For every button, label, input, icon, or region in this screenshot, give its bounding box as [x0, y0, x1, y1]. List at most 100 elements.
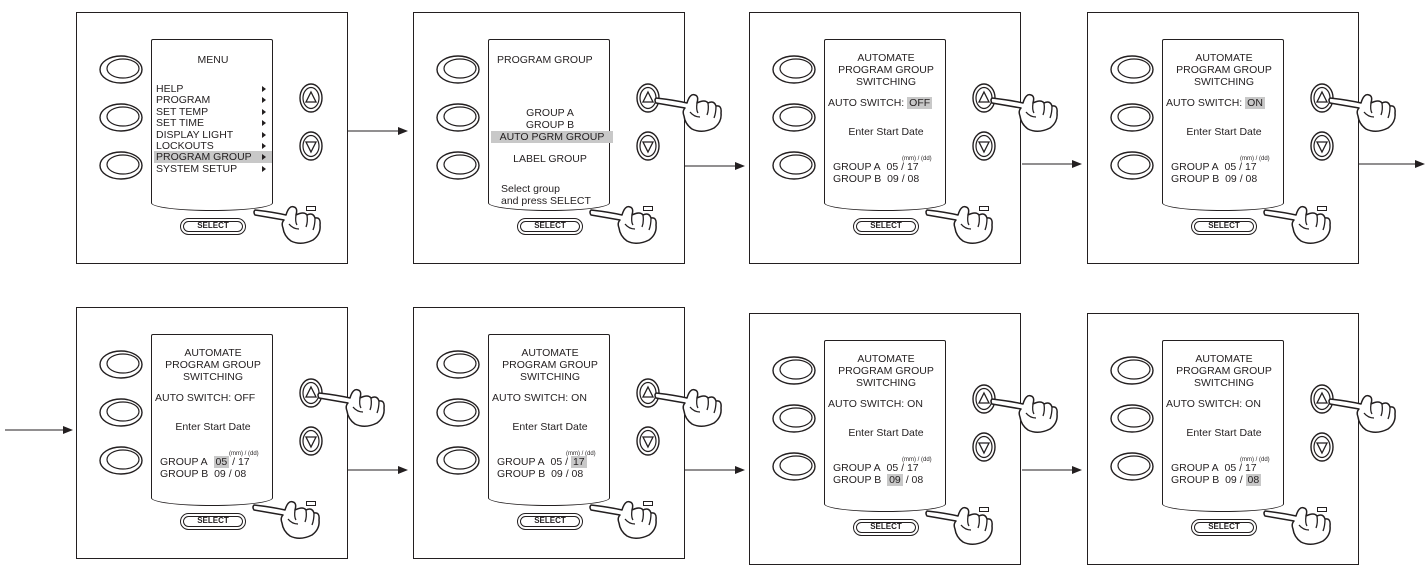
group-b-month: 09 — [551, 468, 563, 480]
soft-key-2[interactable] — [99, 103, 143, 132]
down-arrow-icon — [1310, 131, 1334, 161]
flow-arrow-icon — [5, 422, 73, 432]
menu-arrow-icon — [262, 132, 266, 138]
down-arrow-icon — [299, 131, 323, 161]
group-a-label: GROUP A — [160, 456, 208, 468]
group-b-row: GROUP B 09 / 08 — [1171, 173, 1257, 185]
menu-arrow-icon — [262, 97, 266, 103]
soft-key-2[interactable] — [772, 404, 816, 433]
auto-switch-value: ON — [1245, 398, 1261, 410]
soft-key-2[interactable] — [772, 103, 816, 132]
up-arrow-icon — [299, 83, 323, 113]
soft-key-1[interactable] — [1110, 55, 1154, 84]
auto-switch-row: AUTO SWITCH: ON — [1166, 97, 1265, 109]
group-b-month: 09 — [887, 173, 899, 185]
down-arrow-button[interactable] — [1310, 432, 1334, 462]
pointing-hand-icon — [925, 198, 995, 246]
pointing-hand-icon — [589, 493, 659, 541]
select-button[interactable]: SELECT — [180, 513, 246, 530]
soft-key-3[interactable] — [436, 151, 480, 180]
soft-key-1[interactable] — [772, 55, 816, 84]
date-separator: / — [566, 468, 569, 480]
group-b-month: 09 — [887, 474, 903, 486]
group-b-label: GROUP B — [1171, 474, 1219, 486]
select-button[interactable]: SELECT — [853, 218, 919, 235]
select-button[interactable]: SELECT — [517, 218, 583, 235]
group-b-label: GROUP B — [833, 474, 881, 486]
enter-start-date: Enter Start Date — [825, 126, 947, 138]
down-arrow-button[interactable] — [636, 131, 660, 161]
down-arrow-button[interactable] — [972, 131, 996, 161]
group-b-month: 09 — [214, 468, 226, 480]
group-a-day: 17 — [907, 462, 919, 474]
soft-key-3[interactable] — [1110, 151, 1154, 180]
group-a-row: GROUP A 05 / 17 — [1171, 161, 1257, 173]
soft-key-1[interactable] — [99, 55, 143, 84]
group-b-month: 09 — [1225, 474, 1237, 486]
select-button[interactable]: SELECT — [853, 519, 919, 536]
pointing-hand-icon — [990, 387, 1060, 435]
group-b-day: 08 — [1246, 173, 1258, 185]
soft-key-2[interactable] — [99, 398, 143, 427]
automate-title-1: AUTOMATE — [825, 52, 947, 64]
soft-key-3[interactable] — [772, 452, 816, 481]
soft-key-1[interactable] — [436, 350, 480, 379]
automate-title-3: SWITCHING — [489, 371, 611, 383]
down-arrow-button[interactable] — [972, 432, 996, 462]
soft-key-3[interactable] — [772, 151, 816, 180]
soft-key-1[interactable] — [436, 55, 480, 84]
select-button[interactable]: SELECT — [517, 513, 583, 530]
flow-arrow-icon — [1022, 462, 1082, 472]
auto-switch-label: AUTO SWITCH: — [828, 398, 904, 410]
group-a-day: 17 — [1245, 161, 1257, 173]
program-group-title: PROGRAM GROUP — [497, 54, 593, 66]
automate-title-1: AUTOMATE — [1163, 52, 1285, 64]
date-separator: / — [565, 456, 568, 468]
group-a-day: 17 — [238, 456, 250, 468]
soft-key-1[interactable] — [772, 356, 816, 385]
label-group-option: LABEL GROUP — [489, 153, 611, 165]
select-button[interactable]: SELECT — [1191, 218, 1257, 235]
soft-key-2[interactable] — [436, 103, 480, 132]
soft-key-3[interactable] — [99, 446, 143, 475]
date-separator: / — [1240, 474, 1243, 486]
automate-title-3: SWITCHING — [825, 76, 947, 88]
soft-key-2[interactable] — [1110, 404, 1154, 433]
auto-switch-label: AUTO SWITCH: — [155, 392, 231, 404]
lcd-screen: AUTOMATEPROGRAM GROUPSWITCHINGAUTO SWITC… — [151, 334, 273, 506]
down-arrow-button[interactable] — [299, 426, 323, 456]
auto-switch-label: AUTO SWITCH: — [828, 97, 904, 109]
soft-key-3[interactable] — [1110, 452, 1154, 481]
menu-item: LOCKOUTS — [156, 140, 214, 152]
up-arrow-button[interactable] — [299, 83, 323, 113]
select-button[interactable]: SELECT — [1191, 519, 1257, 536]
group-b-label: GROUP B — [833, 173, 881, 185]
soft-key-2[interactable] — [1110, 103, 1154, 132]
soft-key-3[interactable] — [99, 151, 143, 180]
group-a-label: GROUP A — [1171, 462, 1219, 474]
group-b-label: GROUP B — [1171, 173, 1219, 185]
down-arrow-button[interactable] — [636, 426, 660, 456]
select-button[interactable]: SELECT — [180, 218, 246, 235]
enter-start-date: Enter Start Date — [825, 427, 947, 439]
soft-key-2[interactable] — [436, 398, 480, 427]
down-arrow-button[interactable] — [1310, 131, 1334, 161]
group-b-label: GROUP B — [160, 468, 208, 480]
down-arrow-button[interactable] — [299, 131, 323, 161]
automate-title-1: AUTOMATE — [489, 347, 611, 359]
hint-line-1: Select group — [501, 183, 560, 195]
menu-arrow-icon — [262, 166, 266, 172]
down-arrow-icon — [299, 426, 323, 456]
menu-item: SYSTEM SETUP — [156, 163, 237, 175]
automate-title-3: SWITCHING — [1163, 76, 1285, 88]
date-separator: / — [229, 468, 232, 480]
pointing-hand-icon — [990, 86, 1060, 134]
auto-switch-value: ON — [907, 398, 923, 410]
soft-key-3[interactable] — [436, 446, 480, 475]
date-separator: / — [232, 456, 235, 468]
group-b-month: 09 — [1225, 173, 1237, 185]
soft-key-1[interactable] — [99, 350, 143, 379]
group-a-option: GROUP A — [489, 107, 611, 119]
menu-item: HELP — [156, 83, 183, 95]
soft-key-1[interactable] — [1110, 356, 1154, 385]
